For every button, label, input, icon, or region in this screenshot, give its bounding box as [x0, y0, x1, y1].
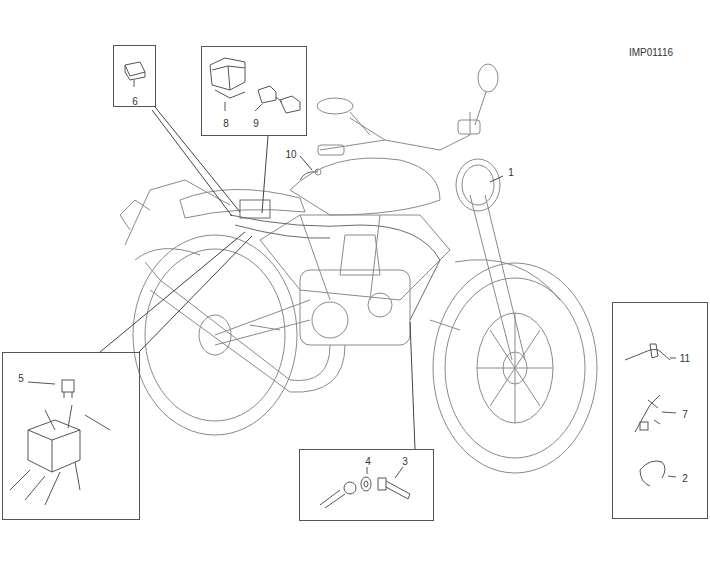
- callout-number: 5: [18, 373, 24, 385]
- callout-number: 1: [508, 167, 514, 179]
- callout-number: 10: [285, 149, 296, 161]
- callout-number: 6: [132, 96, 138, 108]
- inset-box: 11 7 2: [612, 302, 708, 519]
- drawing-code: IMP01116: [629, 47, 673, 59]
- callout-number: 9: [253, 118, 259, 130]
- callout-number: 8: [223, 118, 229, 130]
- callout-number: 3: [402, 456, 408, 468]
- inset-box: 5: [2, 352, 140, 520]
- inset-box: 89: [201, 46, 307, 136]
- inset-box: 43: [299, 449, 434, 521]
- callout-number: 2: [682, 473, 688, 485]
- callout-number: 4: [365, 456, 371, 468]
- inset-box: 6: [113, 45, 156, 107]
- callout-number: 11: [680, 353, 690, 365]
- callout-number: 7: [682, 409, 688, 421]
